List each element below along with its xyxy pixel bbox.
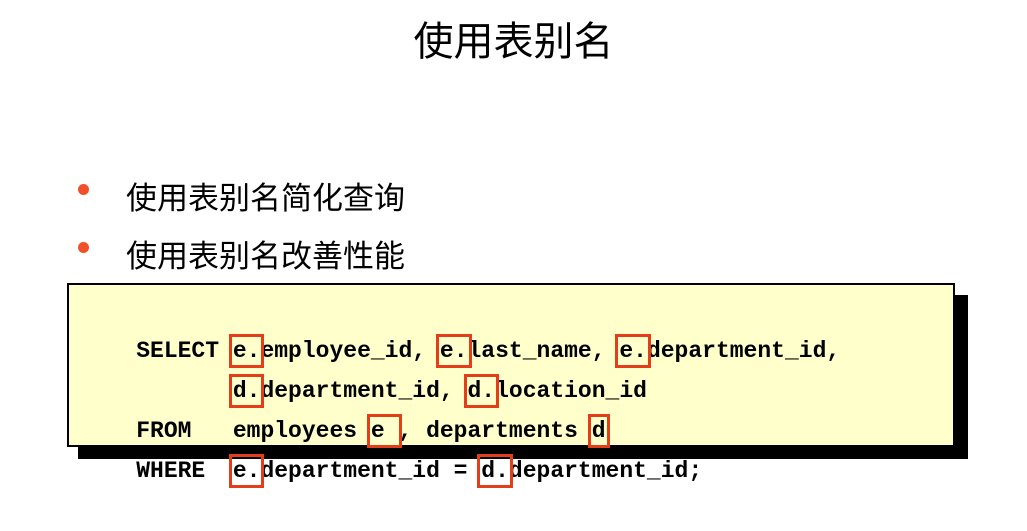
alias-highlight: e. — [228, 334, 265, 368]
bullet-text: 使用表别名改善性能 — [126, 238, 405, 275]
code-line: SELECT e.employee_id, e.last_name, e.dep… — [81, 291, 840, 368]
code-segment: last_name, — [467, 338, 620, 364]
code-segment: department_id, — [646, 338, 841, 364]
sql-code-box: SELECT e.employee_id, e.last_name, e.dep… — [67, 283, 955, 488]
alias-highlight: e. — [615, 334, 651, 368]
alias-highlight: e. — [228, 454, 265, 488]
code-segment: department_id = — [260, 458, 482, 484]
code-segment: location_id — [495, 378, 647, 404]
code-line: d.department_id, d.location_id — [81, 331, 647, 408]
alias-highlight: d. — [463, 374, 500, 408]
alias-highlight: d. — [477, 454, 513, 488]
alias-highlight: e. — [435, 334, 472, 368]
code-segment: department_id, — [260, 378, 468, 404]
code-line: FROM employees e , departments d — [81, 371, 610, 448]
bullet-dot-icon — [78, 183, 89, 195]
code-segment: employee_id, — [260, 338, 440, 364]
code-line: WHERE e.department_id = d.department_id; — [81, 411, 702, 488]
alias-highlight: d. — [228, 374, 265, 408]
alias-highlight: d — [587, 414, 610, 448]
code-segment: FROM employees — [136, 418, 371, 444]
code-segment: department_id; — [508, 458, 703, 484]
code-segment: , departments — [398, 418, 592, 444]
bullet-list: 使用表别名简化查询 使用表别名改善性能 — [78, 166, 405, 282]
bullet-text: 使用表别名简化查询 — [126, 180, 405, 217]
bullet-dot-icon — [78, 241, 89, 253]
alias-highlight: e — [366, 414, 403, 448]
slide-title: 使用表别名 — [413, 19, 614, 65]
code-segment: WHERE — [136, 458, 233, 484]
bullet-item: 使用表别名简化查询 — [78, 166, 405, 224]
code-segment: SELECT — [136, 338, 233, 364]
bullet-item: 使用表别名改善性能 — [78, 224, 405, 282]
